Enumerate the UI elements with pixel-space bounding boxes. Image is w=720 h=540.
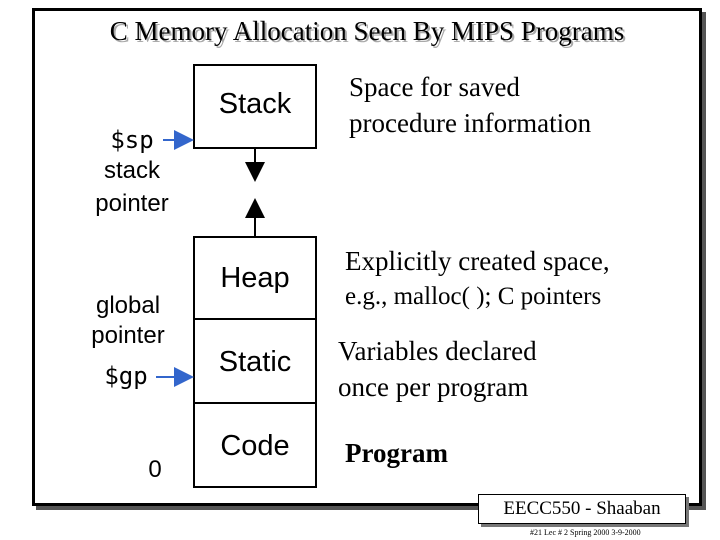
stack-description-line1: Space for saved: [349, 72, 520, 102]
stack-pointer-label-line2: pointer: [95, 190, 169, 217]
lower-segments-box: [193, 236, 317, 488]
static-description-line2: once per program: [338, 372, 529, 402]
segment-heap: Heap: [220, 262, 290, 294]
course-badge: EECC550 - Shaaban: [478, 494, 686, 524]
global-pointer-label-line2: pointer: [91, 322, 165, 349]
segment-stack: Stack: [218, 88, 292, 120]
segment-static: Static: [218, 346, 292, 378]
code-description: Program: [345, 438, 448, 468]
slide-footer-info: #21 Lec # 2 Spring 2000 3-9-2000: [530, 528, 641, 537]
slide-frame: [32, 8, 702, 506]
stack-pointer-label-line1: stack: [103, 157, 160, 184]
stack-segment-box: [193, 64, 317, 149]
slide-title: C Memory Allocation Seen By MIPS Program…: [109, 16, 625, 46]
static-description-line1: Variables declared: [338, 336, 537, 366]
heap-description-line1: Explicitly created space,: [345, 246, 610, 276]
sp-register-label: $sp: [110, 126, 154, 154]
heap-static-divider: [193, 318, 317, 320]
static-code-divider: [193, 402, 317, 404]
address-zero-label: 0: [148, 456, 162, 483]
global-pointer-label-line1: global: [95, 292, 161, 319]
gp-register-label: $gp: [104, 362, 148, 390]
segment-code: Code: [220, 430, 290, 462]
heap-description-line2: e.g., malloc( ); C pointers: [345, 283, 602, 310]
stack-description-line2: procedure information: [349, 108, 592, 138]
